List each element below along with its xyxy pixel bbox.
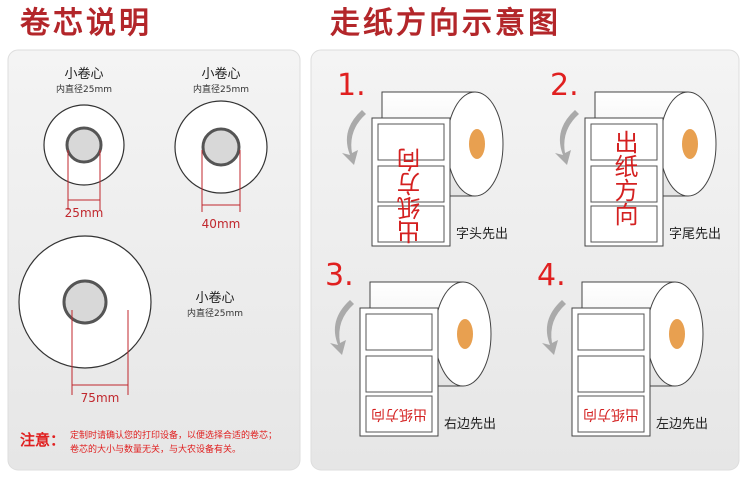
label: [590, 165, 658, 203]
roll-core: [457, 319, 473, 349]
curved-arrow-icon: [555, 110, 579, 165]
curved-arrow-icon: [330, 300, 354, 355]
step-number: 1.: [337, 68, 366, 103]
label: [377, 165, 445, 203]
core-diagram-25mm: 小卷心 内直径25mm 25mm: [43, 66, 125, 220]
core-name: 小卷心: [64, 66, 103, 82]
curved-arrow-icon: [342, 110, 366, 165]
label: [577, 395, 645, 433]
direction-caption: 字尾先出: [669, 227, 721, 242]
roll-core: [682, 129, 698, 159]
left-title: 卷芯说明: [20, 6, 152, 41]
core-name: 小卷心: [201, 66, 240, 82]
label: [577, 355, 645, 393]
right-title: 走纸方向示意图: [330, 6, 561, 41]
step-number: 3.: [325, 258, 354, 293]
note: 注意： 定制时请确认您的打印设备，以便选择合适的卷芯； 卷芯的大小与数量无关，与…: [20, 429, 277, 455]
core-inner: 内直径25mm: [193, 83, 249, 95]
label-text: 出纸方向: [397, 148, 425, 244]
core-size: 40mm: [202, 217, 241, 231]
label: [365, 395, 433, 433]
label: [577, 313, 645, 351]
label: [377, 205, 445, 243]
label: [377, 123, 445, 161]
label-text: 出纸方向: [583, 406, 639, 422]
core-inner: 内直径25mm: [187, 307, 243, 319]
core-size: 75mm: [81, 391, 120, 405]
core-size: 25mm: [65, 206, 104, 220]
label-text: 出纸方向: [610, 130, 638, 226]
direction-1: 1. 出纸方向字头先出: [337, 68, 508, 247]
label: [590, 123, 658, 161]
roll-core: [669, 319, 685, 349]
roll-core: [469, 129, 485, 159]
label: [590, 205, 658, 243]
core-inner: 内直径25mm: [56, 83, 112, 95]
note-line1: 定制时请确认您的打印设备，以便选择合适的卷芯；: [70, 429, 277, 441]
label-text: 出纸方向: [371, 406, 427, 422]
direction-caption: 字头先出: [456, 227, 508, 242]
direction-caption: 右边先出: [444, 417, 496, 432]
label: [365, 313, 433, 351]
curved-arrow-icon: [542, 300, 566, 355]
core-diagram-40mm: 小卷心 内直径25mm 40mm: [174, 66, 268, 231]
step-number: 2.: [550, 68, 579, 103]
core-name: 小卷心: [195, 290, 234, 306]
label: [365, 355, 433, 393]
step-number: 4.: [537, 258, 566, 293]
direction-caption: 左边先出: [656, 417, 708, 432]
note-line2: 卷芯的大小与数量无关，与大农设备有关。: [70, 443, 241, 455]
core-diagram-75mm: 75mm 小卷心 内直径25mm: [18, 235, 243, 405]
note-label: 注意：: [20, 431, 65, 449]
